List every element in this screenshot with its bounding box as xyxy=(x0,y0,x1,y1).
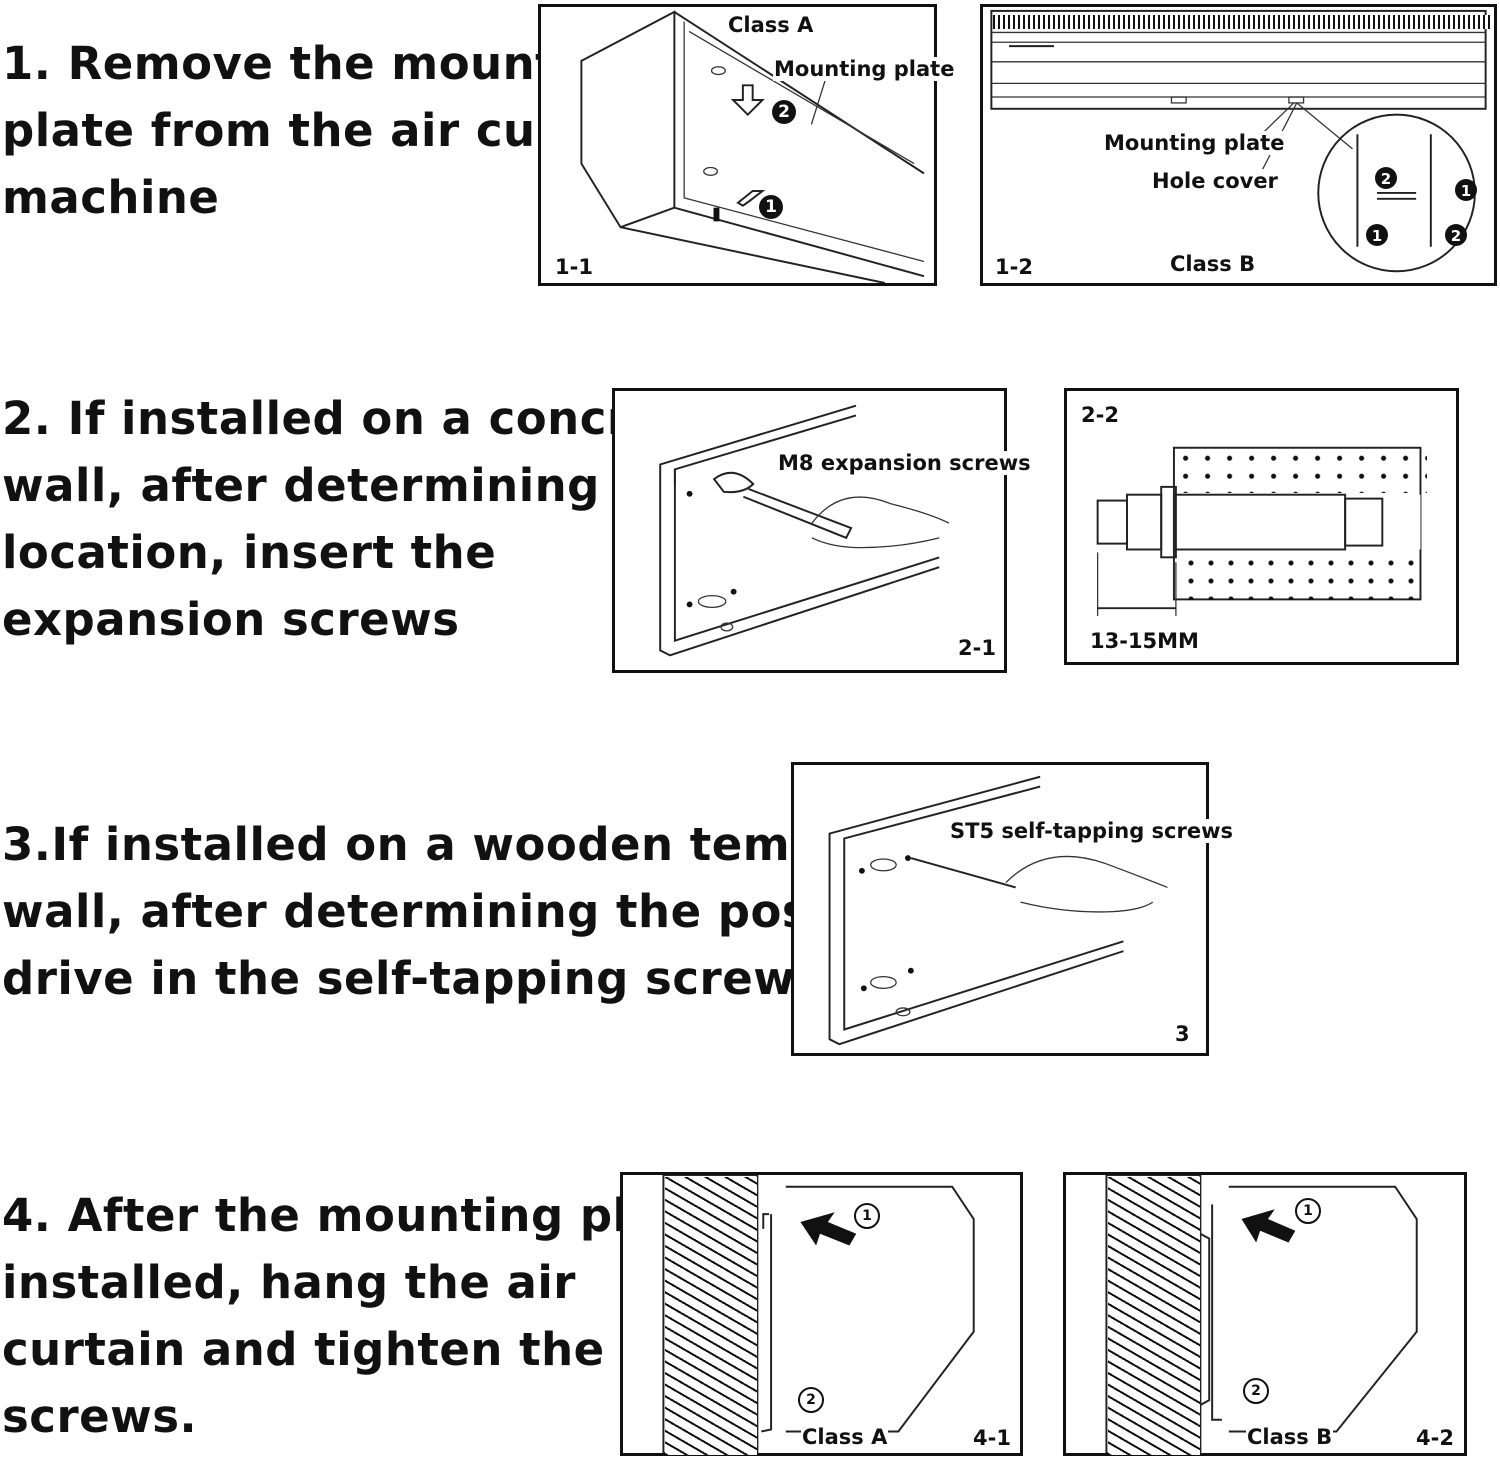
panel-1-2: Mounting plate Hole cover Class B 1-2 2 … xyxy=(980,4,1497,286)
step-2-line-3: location, insert the xyxy=(2,526,497,579)
step-4-line-2: installed, hang the air xyxy=(2,1256,576,1309)
panel-1-2-mark-c-icon: 1 xyxy=(1366,224,1388,246)
step-4-line-4: screws. xyxy=(2,1390,198,1443)
step-3-line-2: wall, after determining the position, xyxy=(2,885,945,938)
panel-1-1-number: 1-1 xyxy=(555,255,593,279)
panel-4-2-number: 4-2 xyxy=(1416,1426,1454,1450)
panel-4-2-wall-hatch xyxy=(1108,1177,1200,1455)
panel-1-1: Class A Mounting plate 1-1 2 1 xyxy=(538,4,956,286)
panel-4-1: 1 2 Class A 4-1 xyxy=(620,1172,1023,1456)
panel-2-2-concrete-texture xyxy=(1179,451,1427,493)
step-2-text: 2. If installed on a concrete wall, afte… xyxy=(2,385,714,653)
panel-2-2-dimension-label: 13-15MM xyxy=(1089,629,1200,653)
panel-3-drawing xyxy=(828,775,1168,1046)
panel-1-1-mark-2-icon: 2 xyxy=(772,100,796,124)
step-2-line-2: wall, after determining the xyxy=(2,459,702,512)
step-3-text: 3.If installed on a wooden template wall… xyxy=(2,811,945,1012)
panel-2-1-drawing xyxy=(659,404,950,657)
panel-2-1-number: 2-1 xyxy=(958,636,996,660)
panel-2-1-part-label: M8 expansion screws xyxy=(777,451,1032,475)
step-3-line-1: 3.If installed on a wooden template xyxy=(2,818,923,871)
panel-1-2-mark-d-icon: 2 xyxy=(1445,224,1467,246)
panel-4-1-class-label: Class A xyxy=(801,1425,889,1449)
panel-4-2-mark-1-icon: 1 xyxy=(1295,1198,1321,1224)
panel-1-1-part-label: Mounting plate xyxy=(773,57,956,81)
panel-1-2-mark-b-icon: 1 xyxy=(1455,179,1477,201)
panel-1-1-drawing xyxy=(580,10,925,283)
panel-4-2: 1 2 Class B 4-2 xyxy=(1063,1172,1467,1456)
panel-2-2-drawing xyxy=(1096,446,1422,617)
step-3-line-3: drive in the self-tapping screws. xyxy=(2,952,841,1005)
panel-4-1-mark-2-icon: 2 xyxy=(798,1387,824,1413)
panel-2-2-concrete-texture-lower xyxy=(1179,554,1427,600)
panel-1-2-drawing xyxy=(990,9,1487,273)
panel-3-number: 3 xyxy=(1175,1022,1190,1046)
panel-1-2-part1-label: Mounting plate xyxy=(1103,131,1286,155)
panel-1-2-hatch xyxy=(993,15,1491,29)
panel-2-2-number: 2-2 xyxy=(1081,403,1119,427)
panel-4-2-mark-2-icon: 2 xyxy=(1243,1378,1269,1404)
panel-4-2-drawing xyxy=(1105,1175,1418,1453)
step-1-line-3: machine xyxy=(2,171,220,224)
panel-1-2-mark-a-icon: 2 xyxy=(1375,167,1397,189)
panel-1-1-mark-1-icon: 1 xyxy=(759,195,783,219)
panel-4-1-mark-1-icon: 1 xyxy=(854,1203,880,1229)
panel-1-2-part2-label: Hole cover xyxy=(1151,169,1279,193)
panel-1-1-class-label: Class A xyxy=(727,13,815,37)
panel-4-1-wall-hatch xyxy=(665,1177,757,1455)
panel-2-1: M8 expansion screws 2-1 xyxy=(612,388,1032,673)
panel-4-2-class-label: Class B xyxy=(1246,1425,1334,1449)
panel-3-part-label: ST5 self-tapping screws xyxy=(949,819,1235,843)
step-4-line-3: curtain and tighten the xyxy=(2,1323,605,1376)
panel-4-1-number: 4-1 xyxy=(973,1426,1011,1450)
panel-3: ST5 self-tapping screws 3 xyxy=(791,762,1235,1056)
step-2-line-4: expansion screws xyxy=(2,593,460,646)
panel-2-2: 2-2 13-15MM xyxy=(1064,388,1459,665)
step-2-line-1: 2. If installed on a concrete xyxy=(2,392,714,445)
step-1-line-1: 1. Remove the mounting xyxy=(2,37,639,90)
panel-1-2-number: 1-2 xyxy=(995,255,1033,279)
panel-1-2-class-label: Class B xyxy=(1169,252,1257,276)
